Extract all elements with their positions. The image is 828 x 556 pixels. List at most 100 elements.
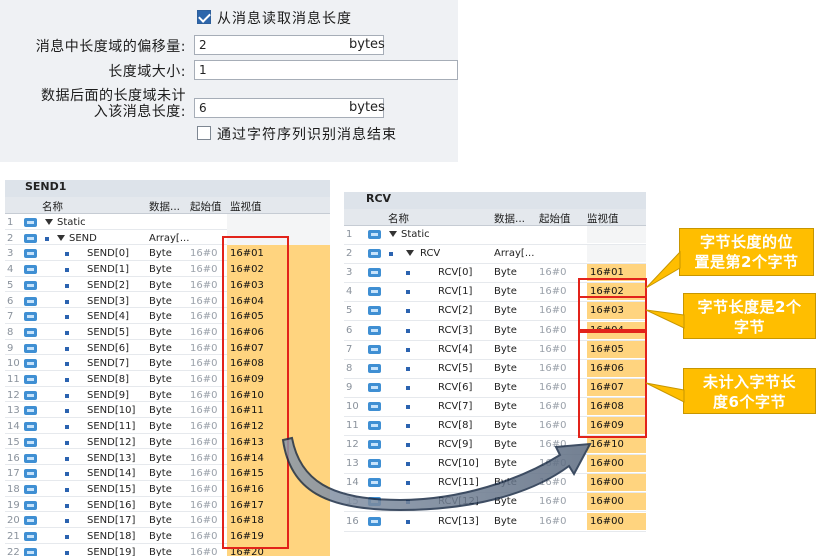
row-start-value: 16#0	[539, 362, 567, 374]
row-start-value: 16#0	[190, 436, 218, 448]
size-input[interactable]: 1	[194, 60, 458, 80]
row-name: SEND[9]	[87, 389, 130, 401]
row-number: 6	[346, 324, 353, 336]
row-monitor-value	[227, 214, 330, 231]
col-start-header[interactable]: 起始值	[190, 201, 222, 213]
row-start-value: 16#0	[190, 326, 218, 338]
db-tag-icon	[24, 280, 37, 290]
callout-length-position-line1: 字节长度的位	[699, 233, 793, 251]
row-start-value: 16#0	[190, 483, 218, 495]
db-tag-icon	[24, 343, 37, 353]
row-monitor-value: 16#01	[587, 264, 646, 282]
offset-value: 2	[199, 38, 207, 52]
row-name: RCV	[420, 248, 441, 260]
row-start-value: 16#0	[190, 358, 218, 370]
expand-triangle-icon[interactable]	[57, 234, 65, 241]
row-number: 9	[7, 342, 14, 354]
row-name: SEND[7]	[87, 358, 130, 370]
row-name: SEND[10]	[87, 405, 136, 417]
db-tag-icon	[368, 363, 381, 373]
row-start-value: 16#0	[539, 515, 567, 527]
element-bullet-icon	[65, 472, 69, 477]
row-monitor-value: 16#06	[227, 323, 330, 341]
uncounted-input[interactable]: 6	[194, 98, 384, 118]
element-bullet-icon	[406, 347, 410, 352]
callout-pointer-uncounted	[645, 382, 685, 403]
row-number: 13	[346, 458, 359, 470]
row-start-value: 16#0	[190, 342, 218, 354]
col-name-header[interactable]: 名称	[388, 213, 409, 225]
char-seq-checkbox[interactable]	[197, 126, 211, 140]
rcv-table-title: RCV	[344, 192, 646, 209]
row-number: 2	[346, 248, 353, 260]
send-to-rcv-arrow	[281, 436, 592, 512]
col-type-header[interactable]: 数据...	[149, 201, 181, 213]
row-type: Byte	[494, 343, 517, 355]
callout-uncounted-bytes-line2: 度6个字节	[713, 393, 786, 411]
row-number: 12	[7, 389, 20, 401]
db-tag-icon	[368, 287, 381, 297]
row-number: 8	[7, 326, 14, 338]
row-monitor-value: 16#03	[587, 302, 646, 320]
row-name: RCV[0]	[438, 267, 473, 279]
offset-input[interactable]: 2	[194, 35, 384, 55]
offset-label: 消息中长度域的偏移量:	[35, 39, 186, 55]
row-name: SEND[12]	[87, 436, 136, 448]
read-length-checkbox[interactable]	[197, 10, 211, 24]
row-monitor-value: 16#06	[587, 359, 646, 377]
col-monitor-header[interactable]: 监视值	[230, 201, 262, 213]
row-name: RCV[5]	[438, 362, 473, 374]
expand-triangle-icon[interactable]	[406, 250, 414, 257]
row-number: 4	[7, 264, 14, 276]
element-bullet-icon	[406, 328, 410, 333]
row-start-value: 16#0	[539, 343, 567, 355]
element-bullet-icon	[406, 309, 410, 314]
element-bullet-icon	[65, 268, 69, 273]
row-start-value: 16#0	[539, 439, 567, 451]
col-start-header[interactable]: 起始值	[539, 213, 571, 225]
row-number: 20	[7, 515, 20, 527]
expand-triangle-icon[interactable]	[389, 231, 397, 237]
row-type: Byte	[149, 279, 172, 291]
col-monitor-header[interactable]: 监视值	[587, 213, 619, 225]
col-type-header[interactable]: 数据...	[494, 213, 526, 225]
expand-triangle-icon[interactable]	[45, 219, 53, 225]
row-type: Byte	[494, 324, 517, 336]
row-number: 12	[346, 439, 359, 451]
element-bullet-icon	[65, 283, 69, 288]
row-number: 11	[7, 374, 20, 385]
col-name-header[interactable]: 名称	[42, 201, 63, 213]
row-start-value: 16#0	[539, 477, 567, 489]
